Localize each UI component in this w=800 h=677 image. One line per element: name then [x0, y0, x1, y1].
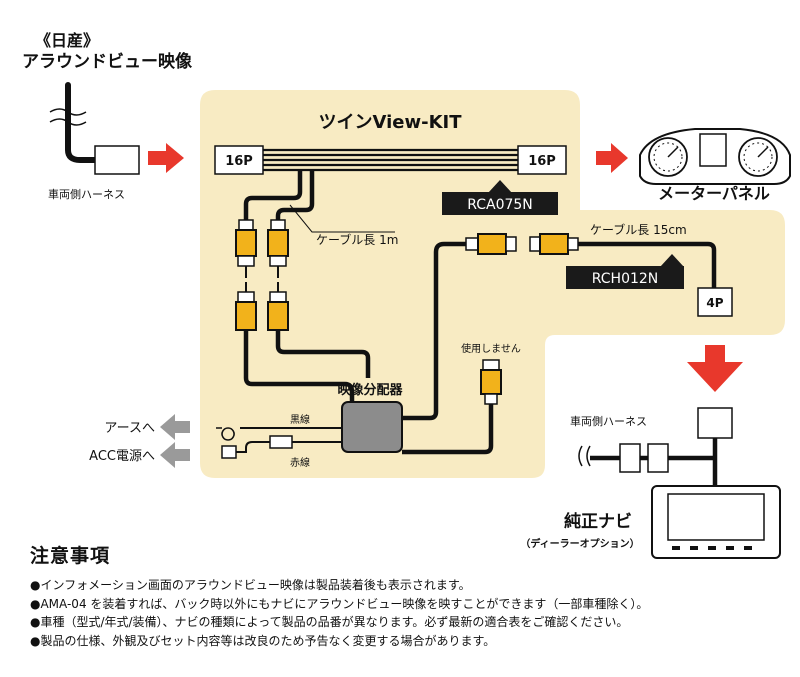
rca075-label: RCA075N: [467, 197, 533, 213]
cable-1m-label: ケーブル長 1m: [316, 232, 398, 247]
meter-panel-illustration: [639, 128, 791, 185]
harness-bundle: [263, 148, 518, 172]
notes-section: 注意事項 ●インフォメーション画面のアラウンドビュー映像は製品装着後も表示されま…: [30, 541, 790, 650]
rca-plug-upper-a: [235, 219, 257, 278]
rca075-pointer: [488, 180, 512, 193]
vehicle-harness-label-right: 車両側ハーネス: [570, 414, 647, 428]
oem-navi-illustration: [651, 485, 781, 559]
source-title: アラウンドビュー映像: [22, 51, 193, 72]
note-item: ●インフォメーション画面のアラウンドビュー映像は製品装着後も表示されます。: [30, 578, 471, 592]
acc-connector: [221, 445, 237, 459]
oem-navi-label: 純正ナビ: [564, 511, 632, 532]
connector-4p: [697, 287, 733, 317]
connector-16p-right: [517, 145, 567, 175]
rca-plug-upper-b: [267, 219, 289, 278]
rch012-label-box: [566, 266, 684, 289]
camera-cable: [65, 82, 98, 163]
navi-top-connector: [697, 407, 733, 439]
note-item: ●AMA-04 を装着すれば、バック時以外にもナビにアラウンドビュー映像を映すこ…: [30, 596, 649, 611]
red-arrow-into-kit: [148, 143, 184, 173]
to-acc-label: ACC電源へ: [89, 449, 155, 464]
gray-arrow-acc: [160, 442, 190, 468]
vehicle-harness-connector-right-b: [647, 443, 669, 473]
gray-arrow-ground: [160, 414, 190, 440]
cable-1m-pointer: [289, 204, 395, 233]
acc-fuse-holder: [269, 435, 293, 449]
to-ground-label: アースへ: [104, 421, 155, 436]
note-item: ●製品の仕様、外観及びセット内容等は改良のため予告なく変更する場合があります。: [30, 633, 496, 648]
red-arrow-to-meter: [596, 143, 628, 173]
rca-horizontal-plug-a: [465, 233, 517, 255]
connector-16p-right-label: 16P: [528, 154, 556, 169]
ground-terminal: [216, 427, 235, 441]
video-cable-a: [243, 170, 303, 220]
rca-jack-lower-a: [235, 282, 257, 331]
unused-cable: [402, 404, 494, 455]
splitter-input-cable-a: [243, 330, 355, 402]
acc-wire: [232, 441, 270, 453]
kit-title: ツインView-KIT: [318, 112, 462, 133]
vehicle-harness-connector-left: [94, 145, 140, 175]
source-bracket: 《日産》: [35, 31, 99, 50]
red-wire-label: 赤線: [290, 456, 310, 469]
connector-16p-left-label: 16P: [225, 154, 253, 169]
cable-break-mark: [49, 108, 87, 126]
splitter-output-cable: [402, 241, 466, 421]
red-arrow-to-navi: [687, 345, 743, 392]
vehicle-harness-connector-right-a: [619, 443, 641, 473]
black-wire-label: 黒線: [290, 413, 310, 426]
notes-title: 注意事項: [30, 545, 111, 567]
splitter-input-cable-b: [275, 330, 371, 378]
rch012-pointer: [660, 254, 684, 267]
unused-rca-plug: [480, 359, 502, 405]
splitter-label: 映像分配器: [337, 382, 403, 398]
meter-panel-label: メーターパネル: [658, 184, 770, 203]
rch012-label: RCH012N: [592, 271, 659, 287]
vehicle-harness-label-left: 車両側ハーネス: [48, 187, 125, 201]
video-splitter: [341, 401, 403, 453]
cable-15cm-label: ケーブル長 15cm: [590, 222, 687, 237]
connector-4p-label: 4P: [706, 296, 723, 310]
connector-16p-left: [214, 145, 264, 175]
unused-label: 使用しません: [461, 342, 521, 355]
video-cable-b: [275, 170, 315, 220]
kit-panel: [200, 90, 785, 478]
rca075-label-box: [442, 192, 558, 215]
cable-break-mark-right: [578, 445, 591, 467]
oem-navi-sublabel: （ディーラーオプション）: [520, 537, 639, 550]
rch012-cable: [578, 241, 717, 288]
note-item: ●車種（型式/年式/装備）、ナビの種類によって製品の品番が異なります。必ず最新の…: [30, 615, 629, 629]
rca-horizontal-plug-b: [529, 233, 579, 255]
